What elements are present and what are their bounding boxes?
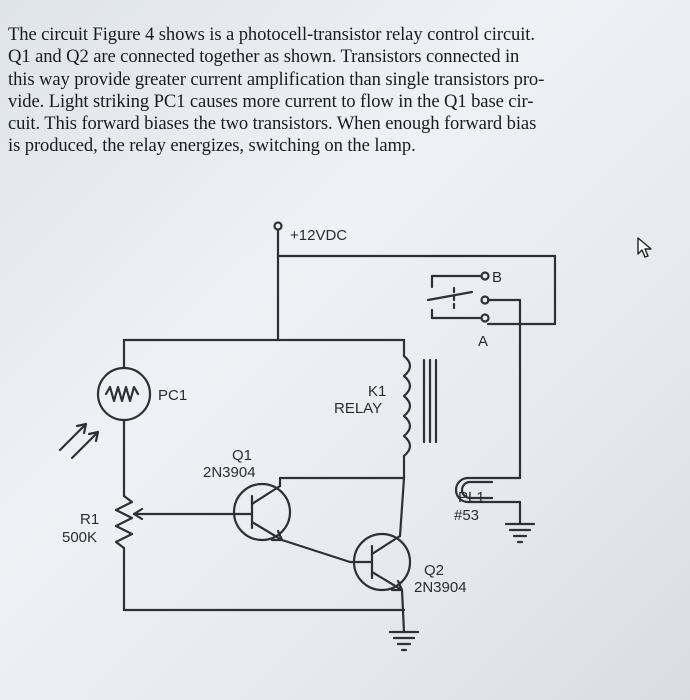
contact-a-label: A [478, 333, 488, 350]
q2-name-label: Q2 [424, 562, 444, 579]
lamp-name-label: PL1 [458, 489, 485, 506]
r1-name-label: R1 [80, 511, 99, 528]
contact-b-label: B [492, 269, 502, 286]
description-paragraph: The circuit Figure 4 shows is a photocel… [8, 24, 680, 158]
relay-type-label: RELAY [334, 400, 382, 417]
top-rail [122, 254, 557, 342]
q2-ground [388, 630, 420, 652]
relay-name-label: K1 [368, 383, 386, 400]
photocell [58, 338, 152, 498]
text-line: vide. Light striking PC1 causes more cur… [8, 90, 534, 112]
lamp-part-label: #53 [454, 507, 479, 524]
q2-transistor [122, 476, 412, 634]
text-line: Q1 and Q2 are connected together as show… [8, 46, 520, 68]
relay-switch [426, 271, 522, 480]
text-line: this way provide greater current amplifi… [8, 68, 545, 90]
relay-coil [402, 338, 438, 480]
supply-terminal [273, 221, 283, 258]
text-line: cuit. This forward biases the two transi… [8, 113, 537, 135]
text-line: The circuit Figure 4 shows is a photocel… [8, 24, 535, 45]
r1-value-label: 500K [62, 529, 97, 546]
pc1-label: PC1 [158, 387, 187, 404]
r1-potentiometer [114, 494, 238, 612]
q1-part-label: 2N3904 [203, 464, 256, 481]
supply-label: +12VDC [290, 227, 347, 244]
lamp-ground [504, 522, 536, 544]
q2-part-label: 2N3904 [414, 579, 467, 596]
mouse-pointer-icon [637, 237, 652, 258]
q1-transistor [232, 476, 406, 564]
lamp-pl1 [454, 476, 522, 526]
text-line: is produced, the relay energizes, switch… [8, 135, 416, 157]
q1-name-label: Q1 [232, 447, 252, 464]
